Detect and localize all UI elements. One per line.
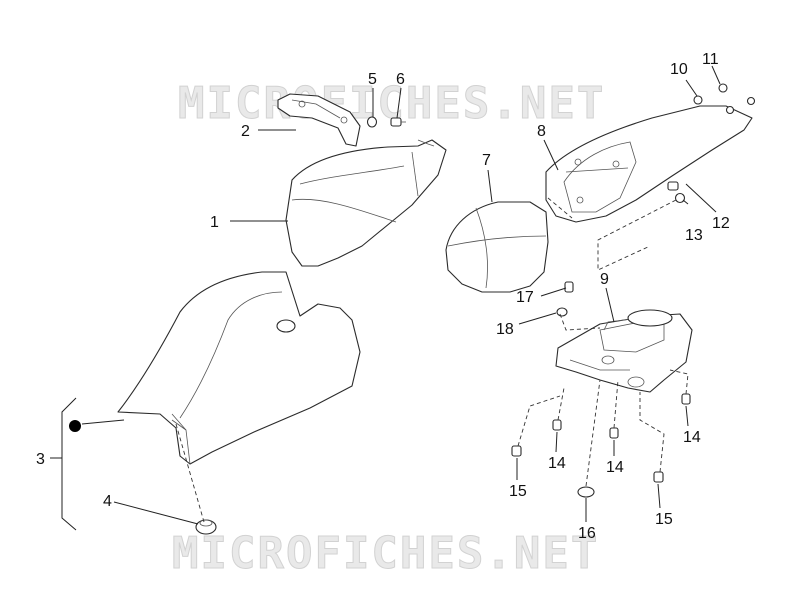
part-tail-fairing	[545, 105, 753, 223]
part-screw-15b	[653, 471, 664, 483]
part-bracket	[277, 93, 361, 147]
callout-1: 1	[210, 214, 219, 231]
callout-18: 18	[496, 321, 514, 338]
part-clip-16	[577, 486, 595, 498]
callout-5: 5	[368, 71, 377, 88]
part-nut-11	[718, 83, 756, 115]
part-passenger-seat-cover	[285, 139, 447, 267]
part-screw-6	[390, 117, 406, 127]
callout-4: 4	[103, 493, 112, 510]
leader-lines	[81, 65, 721, 525]
part-screw-15a	[511, 445, 522, 457]
callout-2: 2	[241, 123, 250, 140]
callout-14-middle: 14	[606, 459, 624, 476]
part-screw-14b	[609, 427, 619, 439]
callout-12: 12	[712, 215, 730, 232]
part-washer-13	[674, 192, 686, 204]
callout-6: 6	[396, 71, 405, 88]
part-washer-10	[693, 95, 703, 105]
callout-14-right: 14	[683, 429, 701, 446]
callout-labels: 1 2 3 4 5 6 7 8 9 10 11 12 13 14 14 14 1…	[36, 51, 730, 542]
group-bracket-3	[50, 397, 77, 531]
callout-13: 13	[685, 227, 703, 244]
callout-15-right: 15	[655, 511, 673, 528]
watermark-bottom: MICROFICHES.NET	[172, 528, 599, 579]
callout-17: 17	[516, 289, 534, 306]
part-washer-18	[556, 307, 568, 317]
callout-3: 3	[36, 451, 45, 468]
callout-15-left: 15	[509, 483, 527, 500]
part-tray	[555, 313, 693, 393]
part-screw-17	[564, 281, 574, 293]
part-screw-12	[667, 181, 679, 191]
part-grommet-4	[195, 519, 217, 535]
callout-8: 8	[537, 123, 546, 140]
callout-7: 7	[482, 152, 491, 169]
callout-14-left: 14	[548, 455, 566, 472]
callout-16: 16	[578, 525, 596, 542]
callout-9: 9	[600, 271, 609, 288]
part-rider-seat	[117, 271, 361, 465]
callout-10: 10	[670, 61, 688, 78]
reference-dot	[69, 420, 81, 432]
part-fastener-plate	[627, 309, 673, 327]
part-screw-14a	[552, 419, 562, 431]
dashed-guides-lower	[517, 369, 689, 487]
part-screw-14c	[681, 393, 691, 405]
part-tail-cover	[445, 201, 549, 293]
part-washer-5	[366, 116, 378, 128]
callout-11: 11	[702, 51, 719, 68]
watermark-top: MICROFICHES.NET	[178, 78, 605, 129]
